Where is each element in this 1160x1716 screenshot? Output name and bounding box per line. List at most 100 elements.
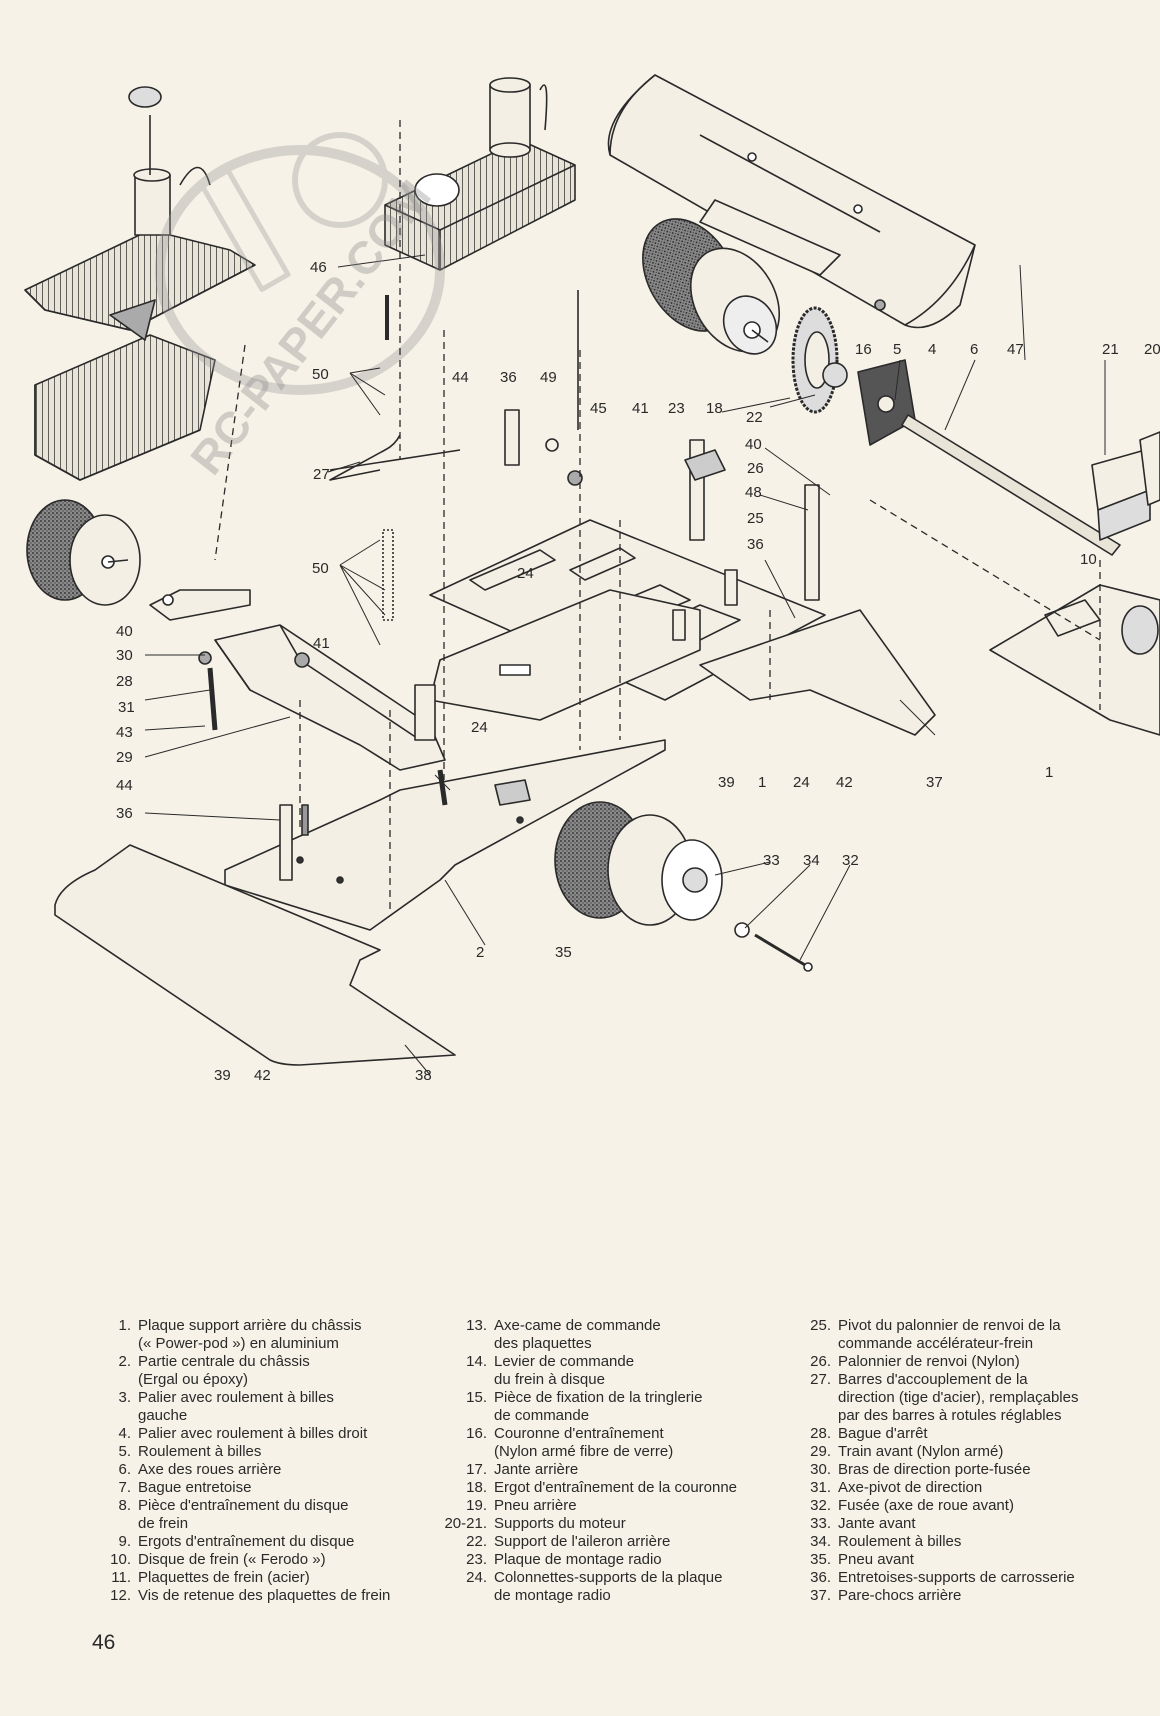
callout-label: 38: [415, 1067, 432, 1084]
legend-number: 1.: [118, 1317, 131, 1334]
callout-label: 34: [803, 852, 820, 869]
callout-label: 43: [116, 724, 133, 741]
legend-item: 20-21.Supports du moteur: [435, 1515, 795, 1533]
bearing-block: [857, 359, 916, 446]
callout-labels: 46 50 27 50 40 30 28 31 43 29 44 36 41 4…: [116, 259, 1160, 1084]
callout-label: 39: [718, 774, 735, 791]
legend-number: 20-21.: [444, 1515, 487, 1532]
legend-number: 28.: [810, 1425, 831, 1442]
callout-label: 32: [842, 852, 859, 869]
legend-item: 10.Disque de frein (« Ferodo »): [95, 1551, 435, 1569]
legend-item: 32.Fusée (axe de roue avant): [795, 1497, 1130, 1515]
legend-item: 31.Axe-pivot de direction: [795, 1479, 1130, 1497]
legend-text: Pièce d'entraînement du disque de frein: [138, 1497, 349, 1532]
callout-label: 41: [313, 635, 330, 652]
legend-number: 16.: [466, 1425, 487, 1442]
legend-item: 11.Plaquettes de frein (acier): [95, 1569, 435, 1587]
legend-item: 30. Bras de direction porte-fusée: [795, 1461, 1130, 1479]
callout-label: 44: [116, 777, 133, 794]
callout-label: 50: [312, 366, 329, 383]
steering-arm: [149, 589, 251, 621]
front-wheel-right: [554, 801, 813, 972]
callout-label: 1: [758, 774, 766, 791]
legend-item: 22.Support de l'aileron arrière: [435, 1533, 795, 1551]
legend-number: 19.: [466, 1497, 487, 1514]
legend-number: 29.: [810, 1443, 831, 1460]
legend-item: 24.Colonnettes-supports de la plaque de …: [435, 1569, 795, 1605]
legend-item: 7. Bague entretoise: [95, 1479, 435, 1497]
callout-label: 5: [893, 341, 901, 358]
legend-text: Palier avec roulement à billes droit: [138, 1425, 368, 1442]
callout-label: 21: [1102, 341, 1119, 358]
legend-item: 9.Ergots d'entraînement du disque: [95, 1533, 435, 1551]
legend-text: Roulement à billes: [838, 1533, 962, 1550]
callout-label: 16: [855, 341, 872, 358]
legend-text: Bras de direction porte-fusée: [838, 1461, 1031, 1478]
legend-number: 13.: [466, 1317, 487, 1334]
legend-text: Ergots d'entraînement du disque: [138, 1533, 355, 1550]
legend-number: 8.: [118, 1497, 131, 1514]
legend-text: Entretoises-supports de carrosserie: [838, 1569, 1075, 1586]
legend-number: 34.: [810, 1533, 831, 1550]
legend-number: 7.: [118, 1479, 131, 1496]
callout-label: 36: [747, 536, 764, 553]
legend-item: 16.Couronne d'entraînement (Nylon armé f…: [435, 1425, 795, 1461]
legend-text: Bague entretoise: [138, 1479, 252, 1496]
page-number: 46: [92, 1631, 116, 1654]
callout-label: 39: [214, 1067, 231, 1084]
leader-lines: [144, 254, 1106, 1076]
legend-number: 31.: [810, 1479, 831, 1496]
legend-number: 36.: [810, 1569, 831, 1586]
legend-number: 26.: [810, 1353, 831, 1370]
motor-pod-right: [384, 77, 576, 271]
legend-text: Axe-came de commande des plaquettes: [494, 1317, 661, 1352]
callout-label: 41: [632, 400, 649, 417]
legend-number: 30.: [810, 1461, 831, 1478]
legend-number: 23.: [466, 1551, 487, 1568]
legend-item: 36. Entretoises-supports de carrosserie: [795, 1569, 1130, 1587]
legend-text: Palier avec roulement à billes gauche: [138, 1389, 334, 1424]
front-train: [214, 624, 446, 771]
callout-label: 26: [747, 460, 764, 477]
legend-number: 3.: [118, 1389, 131, 1406]
rear-wing: [607, 74, 976, 329]
callout-label: 25: [747, 510, 764, 527]
legend-number: 14.: [466, 1353, 487, 1370]
legend-item: 14.Levier de commande du frein à disque: [435, 1353, 795, 1389]
legend-number: 32.: [810, 1497, 831, 1514]
callout-label: 29: [116, 749, 133, 766]
callout-label: 31: [118, 699, 135, 716]
legend-text: Partie centrale du châssis (Ergal ou épo…: [138, 1353, 310, 1388]
rear-bumper: [699, 609, 936, 736]
legend-item: 33.Jante avant: [795, 1515, 1130, 1533]
callout-label: 46: [310, 259, 327, 276]
callout-label: 22: [746, 409, 763, 426]
legend-text: Pivot du palonnier de renvoi de la comma…: [838, 1317, 1061, 1352]
legend-item: 4.Palier avec roulement à billes droit: [95, 1425, 435, 1443]
callout-label: 27: [313, 466, 330, 483]
legend-number: 27.: [810, 1371, 831, 1388]
legend-number: 35.: [810, 1551, 831, 1568]
callout-label: 33: [763, 852, 780, 869]
legend-number: 22.: [466, 1533, 487, 1550]
legend-text: Ergot d'entraînement de la couronne: [494, 1479, 738, 1496]
posts-and-screws: [198, 290, 886, 881]
legend-number: 10.: [110, 1551, 131, 1568]
motor-mount: [1091, 431, 1160, 541]
legend-number: 37.: [810, 1587, 831, 1604]
callout-label: 20: [1144, 341, 1160, 358]
legend-item: 5.Roulement à billes: [95, 1443, 435, 1461]
callout-label: 4: [928, 341, 936, 358]
legend-text: Plaquettes de frein (acier): [138, 1569, 310, 1586]
callout-label: 35: [555, 944, 572, 961]
callout-label: 45: [590, 400, 607, 417]
legend-text: Pneu arrière: [494, 1497, 577, 1514]
legend-item: 23.Plaque de montage radio: [435, 1551, 795, 1569]
callout-label: 36: [500, 369, 517, 386]
legend-text: Jante avant: [838, 1515, 916, 1532]
legend-item: 26.Palonnier de renvoi (Nylon): [795, 1353, 1130, 1371]
callout-label: 37: [926, 774, 943, 791]
legend-item: 6.Axe des roues arrière: [95, 1461, 435, 1479]
legend-item: 35.Pneu avant: [795, 1551, 1130, 1569]
legend-column-3: 25.Pivot du palonnier de renvoi de la co…: [795, 1317, 1130, 1605]
